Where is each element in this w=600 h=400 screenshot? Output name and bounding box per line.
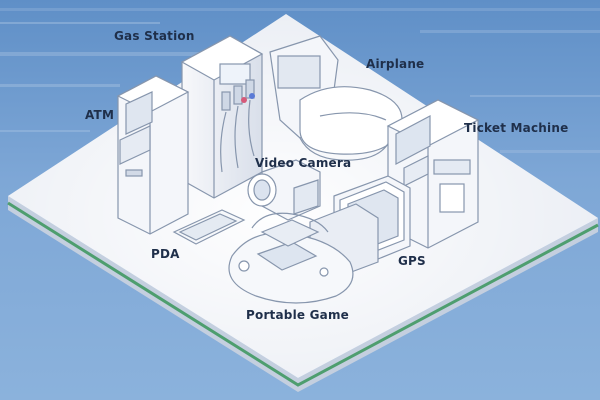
pda-icon: [172, 209, 246, 245]
label-pda: PDA: [151, 247, 180, 261]
label-atm: ATM: [85, 108, 115, 122]
label-airplane: Airplane: [366, 57, 425, 71]
label-portable-game: Portable Game: [246, 308, 350, 322]
label-video-camera: Video Camera: [255, 156, 352, 170]
atm-icon: [116, 75, 190, 235]
gas-pump-icon: [180, 35, 264, 199]
video-camera-icon: [247, 159, 321, 221]
label-ticket-machine: Ticket Machine: [464, 121, 569, 135]
background-streaks: [0, 8, 600, 153]
portable-game-icon: [228, 212, 354, 304]
airplane-seat-icon: [269, 35, 403, 161]
label-gas-station: Gas Station: [114, 29, 195, 43]
label-gps: GPS: [398, 254, 426, 268]
